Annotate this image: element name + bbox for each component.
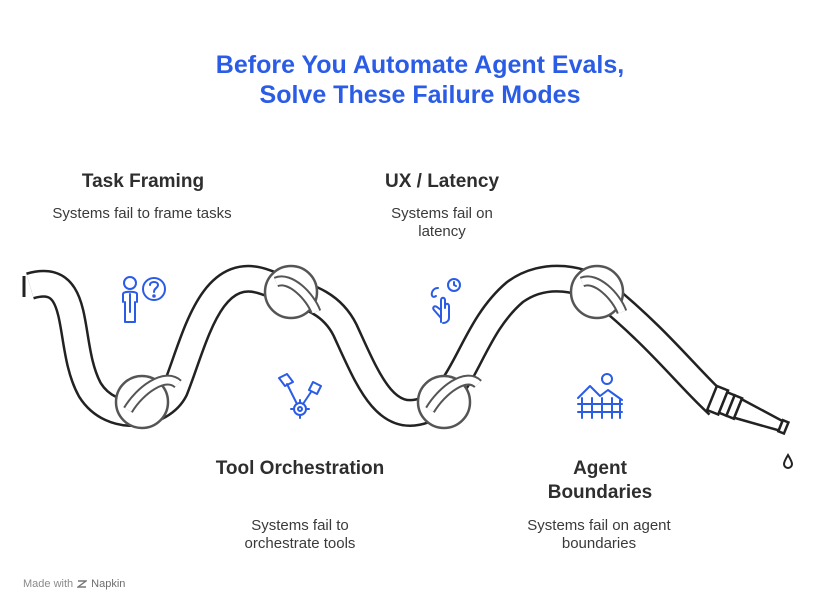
diagram-title: Before You Automate Agent Evals, Solve T…: [0, 50, 840, 110]
knot-4: [569, 264, 628, 320]
step-description-agent-boundaries: Systems fail on agent boundaries: [527, 517, 671, 552]
knot-2: [263, 264, 322, 320]
step-description-ux-latency: Systems fail on latency: [391, 205, 493, 240]
step-heading-task-framing: Task Framing: [81, 171, 205, 192]
fence-landscape-icon: [577, 373, 623, 419]
knot-3: [416, 374, 482, 430]
title-line-2: Solve These Failure Modes: [259, 81, 581, 109]
tools-icon: [278, 373, 322, 419]
hose-nozzle: [705, 384, 791, 436]
step-heading-tool-orchestration: Tool Orchestration: [215, 458, 385, 479]
water-drop-icon: [782, 453, 794, 469]
made-with-label: Made with: [23, 578, 74, 590]
napkin-brand: Napkin: [91, 578, 126, 590]
tap-clock-icon: [430, 278, 461, 324]
person-question-icon: [122, 276, 166, 323]
step-description-task-framing: Systems fail to frame tasks: [52, 205, 232, 222]
step-heading-agent-boundaries: Agent Boundaries: [547, 458, 653, 503]
knot-1: [114, 374, 182, 430]
step-heading-ux-latency: UX / Latency: [384, 171, 500, 192]
step-description-tool-orchestration: Systems fail to orchestrate tools: [244, 517, 356, 552]
napkin-logo-icon: [77, 580, 88, 588]
made-with-footer: Made with Napkin: [23, 578, 125, 590]
title-line-1: Before You Automate Agent Evals,: [215, 51, 625, 79]
